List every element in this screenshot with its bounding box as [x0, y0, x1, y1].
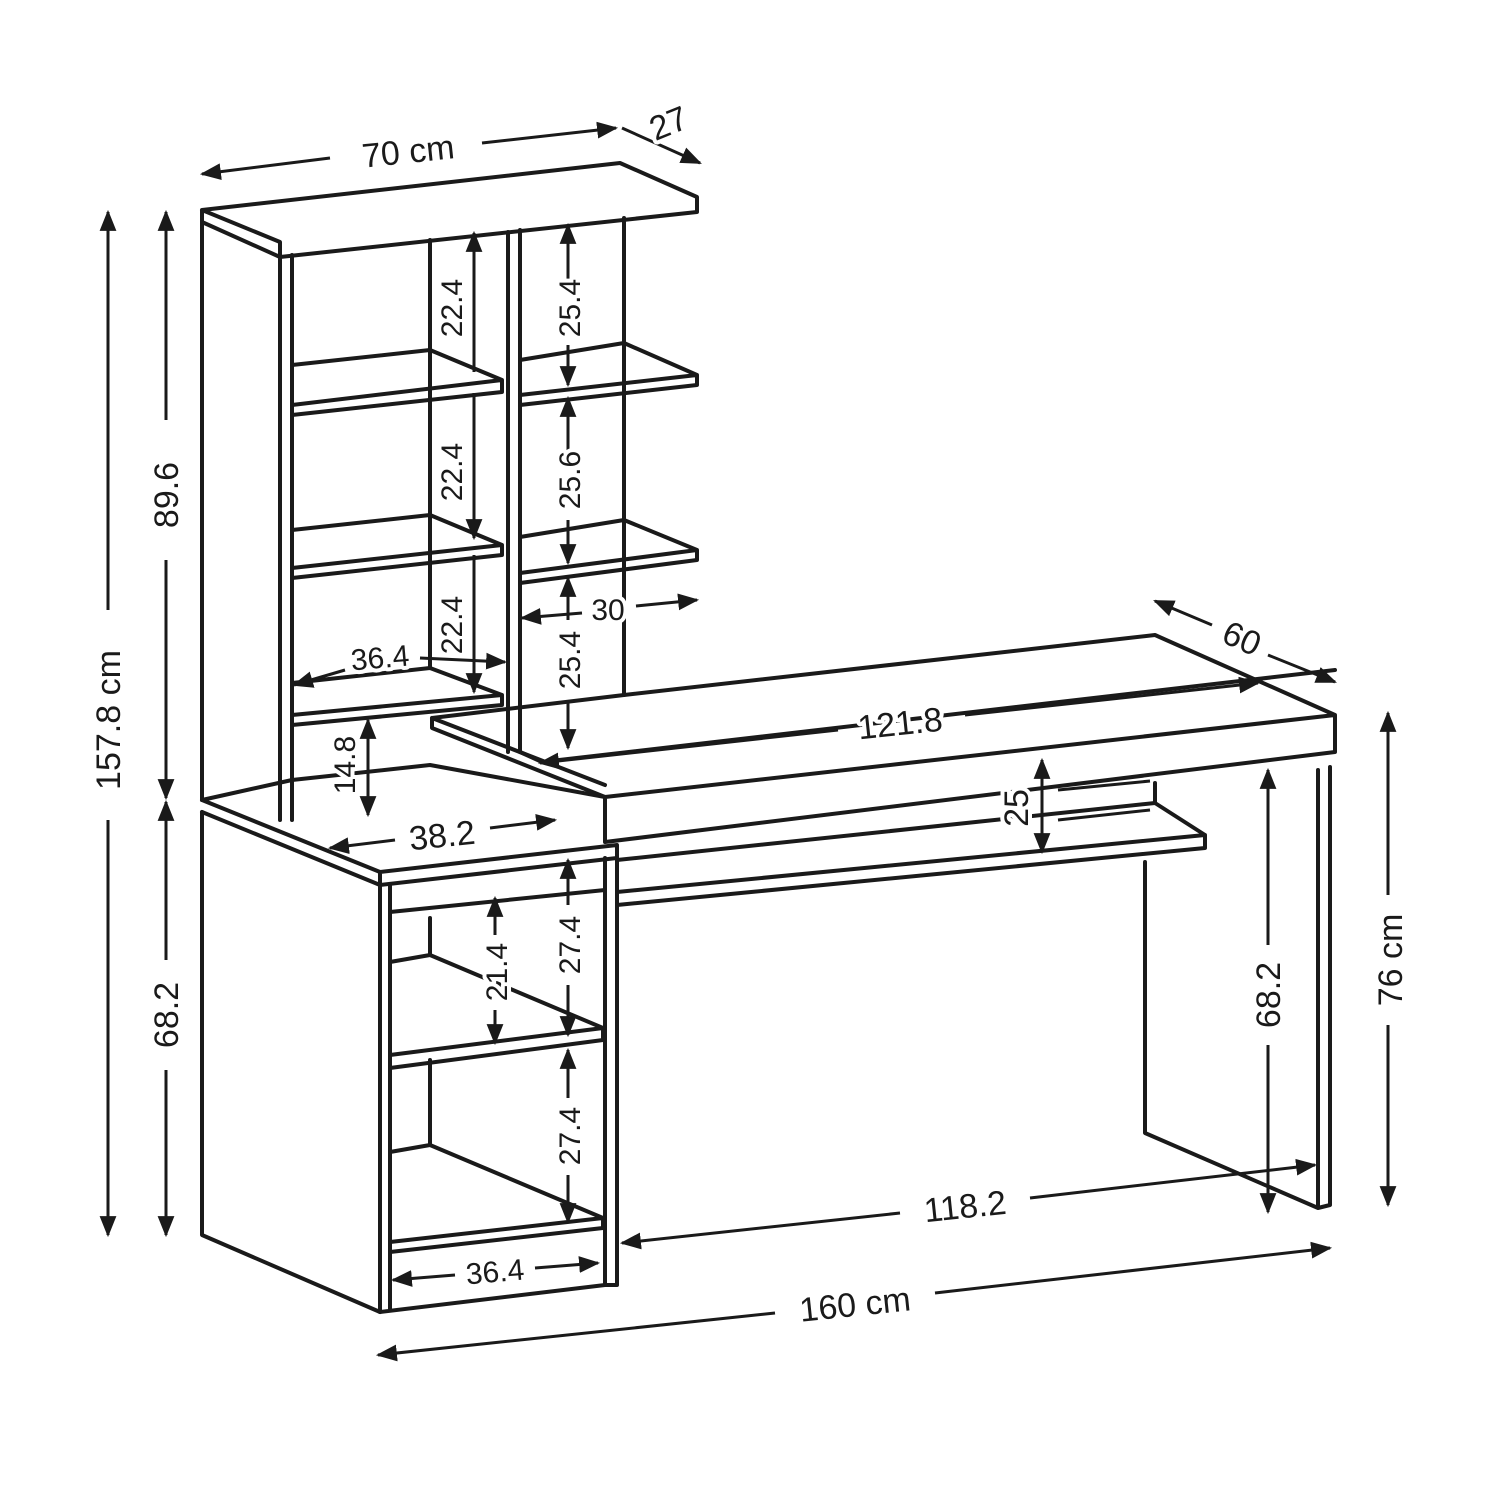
- side-cabinet-right-panel: [603, 856, 619, 1287]
- label-cabinet-width: 36.4: [465, 1254, 526, 1292]
- cabinet-top-rail: [388, 888, 607, 914]
- label-cabinet-shelf-1b: 27.4: [554, 916, 587, 974]
- left-shelf-2: [290, 513, 504, 580]
- keyboard-shelf: [615, 801, 1207, 907]
- label-bottom-gap: 14.8: [329, 736, 362, 794]
- label-top-width: 70 cm: [360, 128, 456, 175]
- side-cabinet-top: [200, 778, 619, 887]
- right-shelf-1: [518, 341, 699, 407]
- hutch-middle-divider: [506, 228, 522, 754]
- right-leg: [1143, 765, 1332, 1210]
- label-knee-width: 118.2: [922, 1184, 1008, 1230]
- label-left-shelf-3: 22.4: [436, 596, 469, 654]
- side-cabinet-front: [378, 883, 607, 1314]
- label-desk-depth: 60: [1217, 614, 1267, 664]
- left-shelf-3: [290, 666, 504, 727]
- label-cabinet-shelf-2: 27.4: [554, 1107, 587, 1165]
- label-right-shelf-3: 25.4: [554, 631, 587, 689]
- label-right-shelf-2: 25.6: [554, 451, 587, 509]
- side-cabinet-top-back: [290, 763, 607, 799]
- label-cabinet-shelf-1a: 21.4: [481, 943, 514, 1001]
- label-drawer-gap: 25: [998, 789, 1036, 827]
- label-hutch-height: 89.6: [148, 462, 186, 528]
- label-desk-height-left: 68.2: [148, 982, 186, 1048]
- label-total-height: 157.8 cm: [90, 650, 128, 790]
- label-right-shelf-1: 25.4: [554, 279, 587, 337]
- dimension-lines: [99, 121, 1397, 1362]
- label-right-shelf-width: 30: [591, 594, 624, 627]
- dimension-labels: 70 cm 27 157.8 cm 89.6 68.2 22.4 22.4 22…: [86, 95, 1414, 1334]
- desk-top: [430, 633, 1337, 844]
- label-desk-top-width: 121.8: [856, 701, 945, 748]
- left-shelf-1: [290, 348, 504, 417]
- label-desk-height: 76 cm: [1372, 914, 1410, 1007]
- side-cabinet-left-panel: [200, 810, 382, 1314]
- label-left-shelf-width: 36.4: [350, 640, 411, 678]
- label-left-shelf-1: 22.4: [436, 279, 469, 337]
- label-leg-height: 68.2: [1250, 962, 1288, 1028]
- hutch-left-inner-panel: [278, 253, 294, 822]
- label-side-top-width: 38.2: [407, 814, 477, 859]
- right-shelf-2: [518, 518, 699, 585]
- furniture-outline: [200, 161, 1337, 1314]
- label-total-width: 160 cm: [798, 1280, 913, 1329]
- label-left-shelf-2: 22.4: [436, 443, 469, 501]
